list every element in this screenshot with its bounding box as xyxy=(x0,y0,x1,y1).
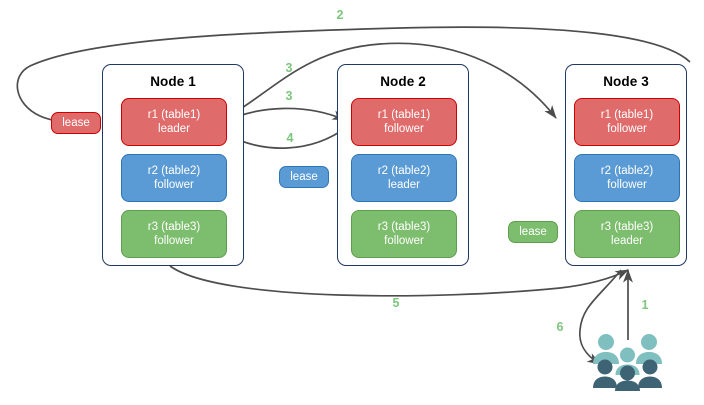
replica-name: r3 (table3) xyxy=(600,220,654,233)
people-group-icon xyxy=(593,334,662,391)
replica-role: leader xyxy=(388,179,420,191)
node-card-node1[interactable]: Node 1 r1 (table1) leader r2 (table2) fo… xyxy=(102,64,244,266)
lease-badge-r1[interactable]: lease xyxy=(51,112,101,134)
node-title: Node 1 xyxy=(150,74,196,89)
step-label-4: 4 xyxy=(286,131,294,145)
replica-role: leader xyxy=(611,235,643,247)
step-label-2: 2 xyxy=(336,8,344,22)
replica-role: follower xyxy=(607,123,647,135)
replica-box-r3[interactable]: r3 (table3) follower xyxy=(121,210,227,258)
replica-role: leader xyxy=(158,123,190,135)
step-label-3b: 3 xyxy=(285,89,293,103)
step-label-6: 6 xyxy=(556,320,564,334)
replica-name: r2 (table2) xyxy=(377,164,431,177)
edge-step-5 xyxy=(169,265,629,297)
replica-name: r3 (table3) xyxy=(147,220,201,233)
replica-role: follower xyxy=(384,235,424,247)
node-title: Node 2 xyxy=(380,74,426,89)
node-card-node3[interactable]: Node 3 r1 (table1) follower r2 (table2) … xyxy=(565,64,687,266)
replica-box-r1[interactable]: r1 (table1) leader xyxy=(121,98,227,146)
replica-role: follower xyxy=(607,179,647,191)
replica-name: r2 (table2) xyxy=(147,164,201,177)
replica-box-r2[interactable]: r2 (table2) leader xyxy=(351,154,457,202)
replica-name: r1 (table1) xyxy=(377,108,431,121)
lease-badge-r2[interactable]: lease xyxy=(279,166,329,188)
replica-name: r1 (table1) xyxy=(147,108,201,121)
replica-box-r3[interactable]: r3 (table3) follower xyxy=(351,210,457,258)
step-label-5: 5 xyxy=(392,296,400,310)
replica-box-r1[interactable]: r1 (table1) follower xyxy=(574,98,680,146)
replica-box-r2[interactable]: r2 (table2) follower xyxy=(121,154,227,202)
step-label-3a: 3 xyxy=(285,61,293,75)
node-title: Node 3 xyxy=(603,74,649,89)
replica-role: follower xyxy=(154,179,194,191)
replica-role: follower xyxy=(154,235,194,247)
step-label-1: 1 xyxy=(641,298,649,312)
replica-name: r2 (table2) xyxy=(600,164,654,177)
replica-box-r1[interactable]: r1 (table1) follower xyxy=(351,98,457,146)
node-card-node2[interactable]: Node 2 r1 (table1) follower r2 (table2) … xyxy=(337,64,469,266)
replica-name: r1 (table1) xyxy=(600,108,654,121)
replica-role: follower xyxy=(384,123,424,135)
replica-box-r2[interactable]: r2 (table2) follower xyxy=(574,154,680,202)
lease-badge-r3[interactable]: lease xyxy=(508,221,558,243)
replica-box-r3[interactable]: r3 (table3) leader xyxy=(574,210,680,258)
replica-name: r3 (table3) xyxy=(377,220,431,233)
